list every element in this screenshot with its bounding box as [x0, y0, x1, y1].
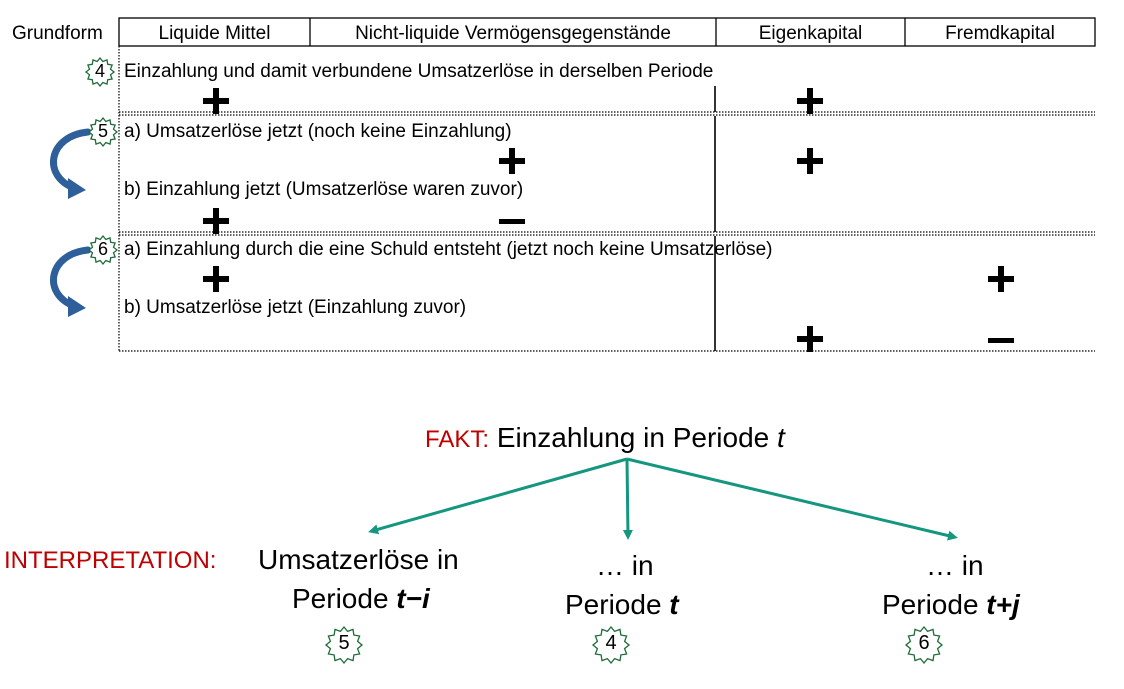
fact-line: FAKT: Einzahlung in Periode t: [425, 424, 785, 452]
fact-variable: t: [777, 422, 785, 453]
badge-star-branch-1: [324, 625, 364, 665]
row-6b-text: b) Umsatzerlöse jetzt (Einzahlung zuvor): [124, 297, 467, 318]
badge-star-icons: [84, 56, 944, 665]
plus-sign-liquide: [203, 266, 229, 292]
column-header-fremdkapital: Fremdkapital: [945, 23, 1055, 44]
branch-3-line2: Periode t+j: [882, 591, 1020, 619]
badge-number-row-5: 5: [97, 121, 108, 141]
badge-star-branch-2: [591, 625, 631, 665]
row-5a-text: a) Umsatzerlöse jetzt (noch keine Einzah…: [124, 121, 512, 142]
plus-sign-eigenkapital: [797, 148, 823, 174]
row-header-label: Grundform: [12, 23, 103, 44]
branch-3-variable: t+j: [986, 589, 1020, 620]
badge-number-branch-2: 4: [605, 632, 617, 654]
fact-label: FAKT:: [425, 426, 490, 453]
plus-sign-eigenkapital: [797, 88, 823, 114]
branch-1-periode: Periode: [292, 583, 389, 614]
branch-2-periode: Periode: [565, 589, 662, 620]
plus-sign-liquide: [203, 208, 229, 234]
badge-number-row-6: 6: [97, 239, 108, 259]
plus-sign-eigenkapital: [797, 326, 823, 352]
plus-sign-liquide: [203, 88, 229, 114]
branch-2-line2: Periode t: [565, 591, 679, 619]
branch-3-line1: … in: [926, 550, 984, 581]
body-grid: [118, 46, 1095, 352]
branch-1-line2: Periode t−i: [292, 585, 430, 613]
plus-sign-nicht-liquide: [499, 148, 525, 174]
badge-number-branch-3: 6: [918, 632, 930, 654]
curved-arrow-icon: [50, 128, 92, 199]
tree-arrows: [368, 457, 958, 541]
minus-sign-fremdkapital: [988, 338, 1014, 343]
plus-sign-fremdkapital: [988, 266, 1014, 292]
header-grid: [118, 17, 1096, 47]
fact-text: Einzahlung in Periode: [496, 422, 770, 453]
curved-arrow-icon: [50, 246, 92, 317]
row-6a-text: a) Einzahlung durch die eine Schuld ents…: [124, 239, 773, 260]
branch-2-variable: t: [669, 589, 679, 620]
row-5b-text: b) Einzahlung jetzt (Umsatzerlöse waren …: [124, 179, 524, 200]
minus-sign-nicht-liquide: [499, 219, 525, 224]
interpretation-label: INTERPRETATION:: [4, 547, 217, 574]
badge-star-branch-3: [904, 625, 944, 665]
branch-1-variable: t−i: [396, 583, 430, 614]
badge-star-row-6: [87, 234, 119, 266]
row-4-text: Einzahlung und damit verbundene Umsatzer…: [124, 61, 714, 82]
column-header-eigenkapital: Eigenkapital: [758, 23, 863, 44]
column-header-nicht-liquide: Nicht-liquide Vermögensgegenstände: [355, 23, 671, 44]
column-header-liquide: Liquide Mittel: [158, 23, 271, 44]
branch-1-line1: Umsatzerlöse in: [258, 544, 459, 575]
badge-number-row-4: 4: [94, 61, 105, 81]
badge-star-row-5: [87, 116, 119, 148]
badge-star-row-4: [84, 56, 116, 88]
branch-3-periode: Periode: [882, 589, 979, 620]
branch-2-line1: … in: [596, 550, 654, 581]
badge-number-branch-1: 5: [338, 632, 350, 654]
